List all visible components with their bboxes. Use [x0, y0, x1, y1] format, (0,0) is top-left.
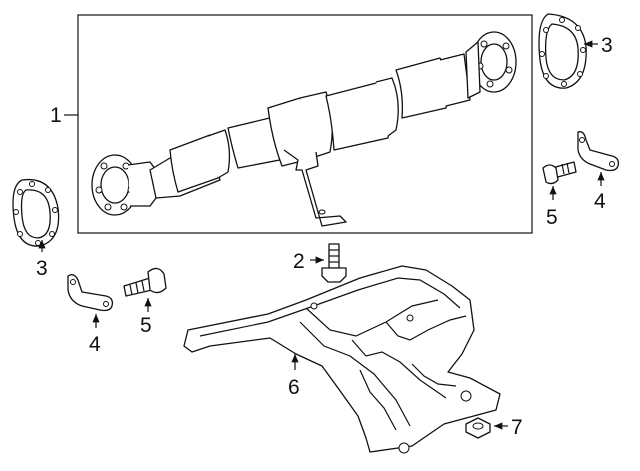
bolt-left — [123, 267, 167, 297]
clamp-left — [67, 274, 114, 312]
assembly-frame — [77, 14, 533, 234]
center-bearing — [267, 91, 347, 227]
front-flange — [91, 154, 157, 216]
callout-4-right: 4 — [594, 190, 606, 213]
callout-5-right: 5 — [546, 206, 558, 229]
callout-5-left: 5 — [140, 314, 152, 337]
callout-1: 1 — [50, 104, 62, 127]
heat-shield — [183, 265, 501, 454]
bolt-2 — [321, 243, 347, 283]
callout-3-right: 3 — [601, 34, 613, 57]
nut-7 — [465, 417, 491, 439]
gasket-right — [538, 13, 587, 89]
callout-6: 6 — [288, 376, 300, 399]
clamp-right — [577, 131, 620, 172]
gasket-left — [12, 178, 60, 247]
driveshaft-assembly — [91, 31, 517, 227]
callout-2: 2 — [293, 250, 305, 273]
bolt-right — [542, 161, 577, 185]
callout-7: 7 — [511, 416, 523, 439]
callout-4-left: 4 — [89, 333, 101, 356]
rear-flange — [465, 31, 517, 99]
callout-3-left: 3 — [36, 257, 48, 280]
